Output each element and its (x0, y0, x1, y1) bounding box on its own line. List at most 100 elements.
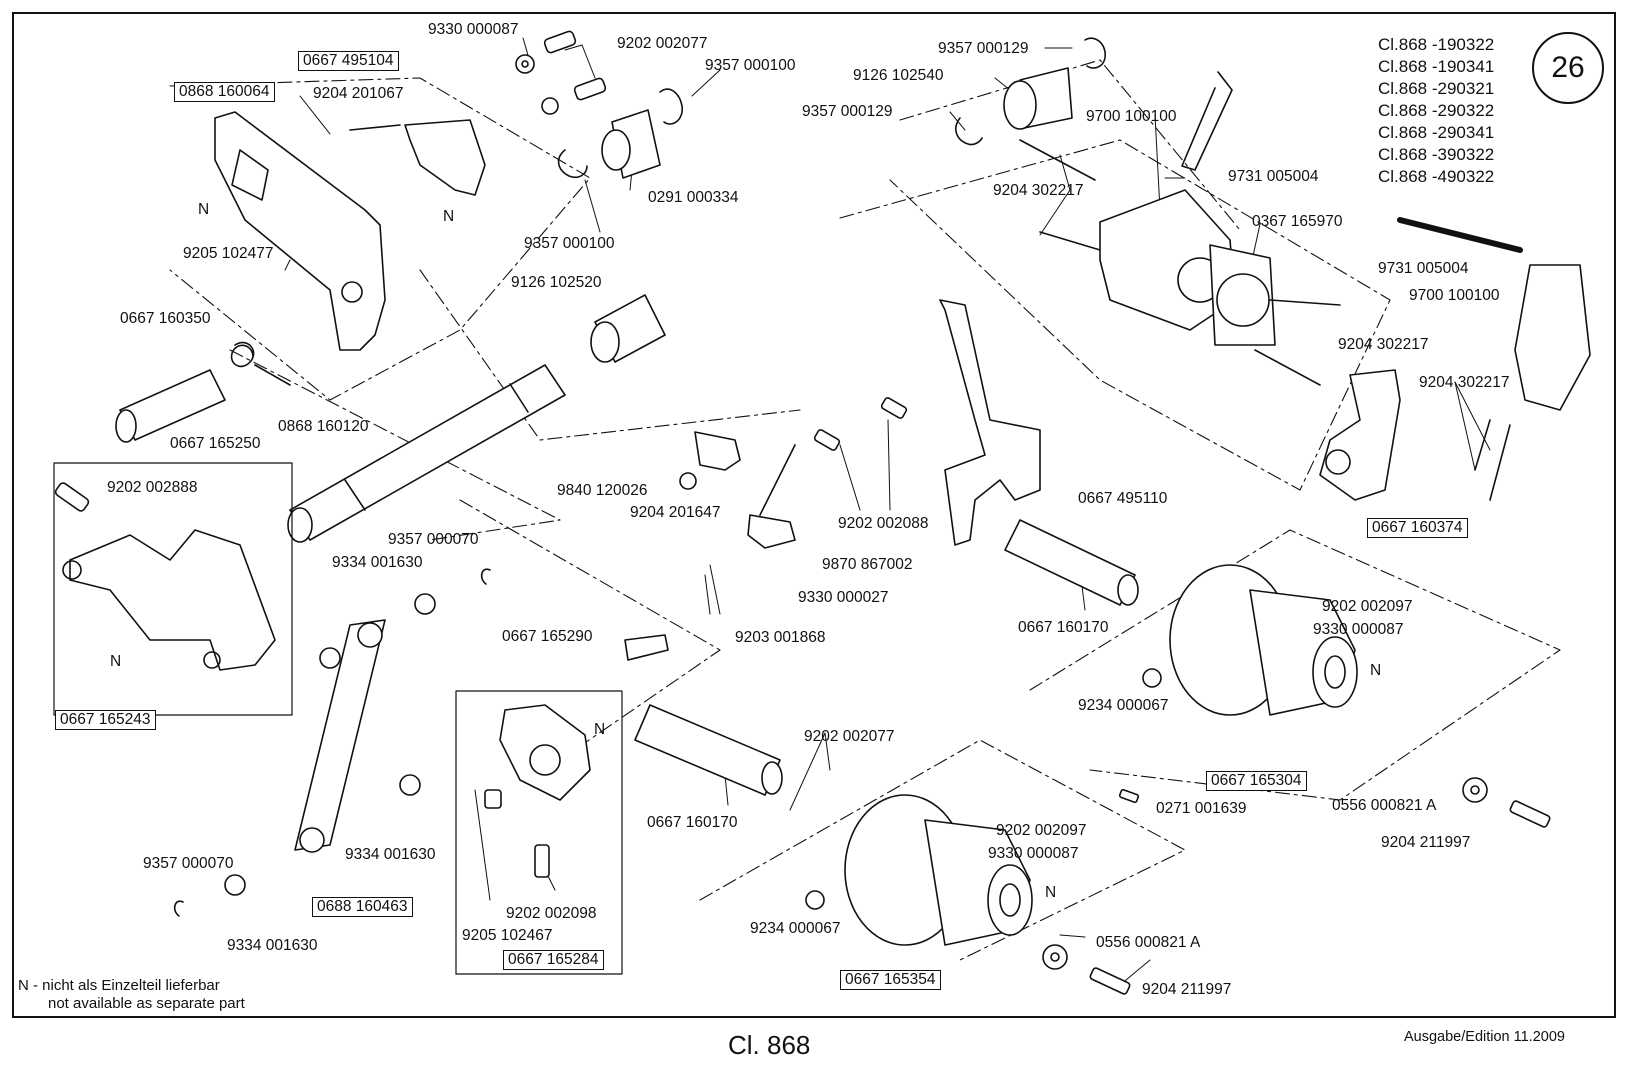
part-label: 9202 002097 (1322, 598, 1413, 615)
part-label: 9334 001630 (345, 846, 436, 863)
n-marker: N (1045, 884, 1057, 901)
part-label: 9126 102520 (511, 274, 602, 291)
part-label: 9202 002098 (506, 905, 597, 922)
part-label: 9870 867002 (822, 556, 913, 573)
footnote: N - nicht als Einzelteil lieferbar not a… (18, 977, 245, 1013)
part-label: 9205 102467 (462, 927, 553, 944)
part-label: 9204 201647 (630, 504, 721, 521)
part-label: 9126 102540 (853, 67, 944, 84)
part-label: 9330 000087 (428, 21, 519, 38)
part-label: 0556 000821 A (1096, 934, 1201, 951)
footer-title: Cl. 868 (728, 1030, 811, 1060)
part-label: 0667 160170 (647, 814, 738, 831)
part-label: 9234 000067 (1078, 697, 1169, 714)
class-item: Cl.868 -290341 (1378, 123, 1495, 142)
part-label: 9840 120026 (557, 482, 648, 499)
part-label-assembly: 0667 495104 (298, 51, 399, 71)
part-label: 9204 302217 (1338, 336, 1429, 353)
pin (115, 341, 291, 443)
class-item: Cl.868 -290321 (1378, 79, 1495, 98)
group-box-165284 (455, 690, 623, 975)
mounting-plate (939, 299, 1041, 546)
bell-crank (54, 482, 276, 671)
class-item: Cl.868 -190341 (1378, 57, 1495, 76)
part-label: 9202 002088 (838, 515, 929, 532)
right-lever (1319, 369, 1401, 501)
part-label-assembly: 0667 165304 (1206, 771, 1307, 791)
n-marker: N (594, 721, 606, 738)
part-label: 9204 302217 (993, 182, 1084, 199)
part-label: 9700 100100 (1409, 287, 1500, 304)
link-arm (173, 568, 491, 917)
n-marker: N (443, 208, 455, 225)
main-shaft (287, 364, 566, 543)
page-number: 26 (1532, 32, 1604, 104)
small-hardware-top (515, 30, 683, 179)
part-label: 0667 160170 (1018, 619, 1109, 636)
knob-lower (805, 794, 1033, 946)
part-label: 0667 495110 (1078, 490, 1168, 507)
part-label: 9330 000087 (1313, 621, 1404, 638)
part-label: 9204 201067 (313, 85, 404, 102)
footnote-german: N - nicht als Einzelteil lieferbar (18, 977, 220, 994)
clamp-block (484, 634, 669, 878)
end-hardware (1042, 777, 1551, 995)
group-box-165243 (53, 462, 293, 716)
lever (214, 111, 386, 351)
part-label: 9202 002077 (804, 728, 895, 745)
part-label: 9357 000100 (524, 235, 615, 252)
cylinder-side (1397, 217, 1591, 501)
part-label: 9205 102477 (183, 245, 274, 262)
knob-upper (1142, 564, 1358, 716)
part-label: 9357 000070 (388, 531, 479, 548)
part-label: 9204 211997 (1142, 981, 1232, 998)
part-label: 0271 001639 (1156, 800, 1247, 817)
part-label: 9234 000067 (750, 920, 841, 937)
footer-edition: Ausgabe/Edition 11.2009 (1404, 1029, 1565, 1045)
part-label: 9357 000129 (938, 40, 1029, 57)
class-item: Cl.868 -190322 (1378, 35, 1495, 54)
class-list: Cl.868 -190322 Cl.868 -190341 Cl.868 -29… (1378, 34, 1494, 188)
leader-lines (284, 37, 1491, 986)
part-label: 9202 002077 (617, 35, 708, 52)
drawing-frame (12, 12, 1616, 1018)
class-item: Cl.868 -390322 (1378, 145, 1495, 164)
part-label-assembly: 0667 165284 (503, 950, 604, 970)
part-label: 0556 000821 A (1332, 797, 1437, 814)
part-label: 9731 005004 (1378, 260, 1469, 277)
part-label: 9334 001630 (332, 554, 423, 571)
part-label: 9202 002888 (107, 479, 198, 496)
n-marker: N (198, 201, 210, 218)
part-label: 9204 302217 (1419, 374, 1510, 391)
part-label: 0667 165250 (170, 435, 261, 452)
spindle-upper (1004, 519, 1139, 606)
part-label-assembly: 0667 165243 (55, 710, 156, 730)
part-label: 0291 000334 (648, 189, 739, 206)
part-label: 0667 160350 (120, 310, 211, 327)
n-marker: N (110, 653, 122, 670)
part-label: 9731 005004 (1228, 168, 1319, 185)
part-label: 9357 000100 (705, 57, 796, 74)
part-label: 9357 000070 (143, 855, 234, 872)
part-label: 0667 165290 (502, 628, 593, 645)
part-label-assembly: 0667 160374 (1367, 518, 1468, 538)
part-label: 9330 000087 (988, 845, 1079, 862)
bracket (349, 119, 486, 196)
part-label: 9204 211997 (1381, 834, 1471, 851)
class-item: Cl.868 -290322 (1378, 101, 1495, 120)
part-label-assembly: 0667 165354 (840, 970, 941, 990)
part-label-assembly: 0868 160064 (174, 82, 275, 102)
cylinder-housing (955, 37, 1341, 386)
part-label: 0367 165970 (1252, 213, 1343, 230)
footnote-english: not available as separate part (48, 995, 245, 1012)
part-label: 9203 001868 (735, 629, 826, 646)
class-item: Cl.868 -490322 (1378, 167, 1495, 186)
clamp-switch (679, 397, 908, 549)
part-label-assembly: 0688 160463 (312, 897, 413, 917)
part-label: 9330 000027 (798, 589, 889, 606)
spindle-lower (634, 704, 783, 796)
part-label: 9202 002097 (996, 822, 1087, 839)
part-label: 9700 100100 (1086, 108, 1177, 125)
n-marker: N (1370, 662, 1382, 679)
